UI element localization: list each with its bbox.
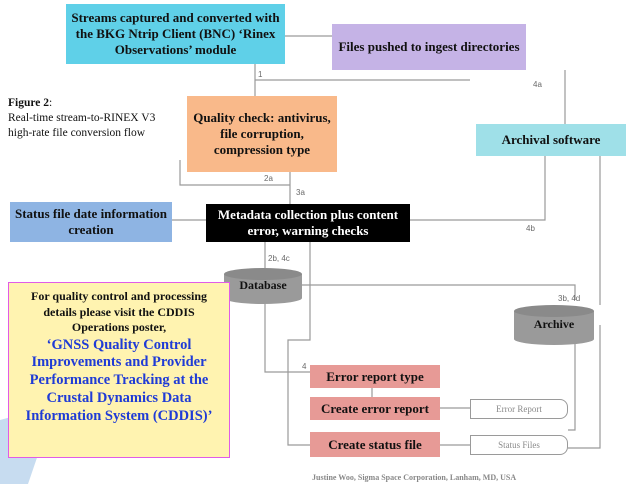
note-poster-title: ‘GNSS Quality Control Improvements and P… [25, 336, 213, 424]
edge-metadata-status [287, 242, 311, 446]
edge-label-3b-4d: 3b, 4d [558, 294, 581, 303]
edge-label-1: 1 [258, 70, 263, 79]
edge-2a [179, 160, 290, 186]
edge-archive-status [568, 325, 576, 431]
archival-software-box: Archival software [476, 124, 626, 156]
edge-label-4a: 4a [533, 80, 542, 89]
quality-check-box: Quality check: antivirus, file corruptio… [187, 96, 337, 172]
note-box: For quality control and processing detai… [8, 282, 230, 458]
streams-box: Streams captured and converted with the … [66, 4, 285, 64]
note-intro: For quality control and processing detai… [30, 289, 208, 335]
metadata-box: Metadata collection plus content error, … [206, 204, 410, 242]
database-label: Database [239, 278, 287, 292]
error-report-type-box: Error report type [310, 365, 440, 388]
figure-label-suffix: : [49, 97, 53, 109]
edge-label-4: 4 [302, 362, 307, 371]
edge-label-3a: 3a [296, 188, 305, 197]
status-files-document: Status Files [470, 435, 568, 455]
files-pushed-box: Files pushed to ingest directories [332, 24, 526, 70]
edge-label-4b: 4b [526, 224, 535, 233]
figure-label: Figure 2 [8, 97, 49, 109]
figure-caption-text: Real-time stream-to-RINEX V3 high-rate f… [8, 111, 156, 139]
figure-caption: Figure 2: Real-time stream-to-RINEX V3 h… [8, 96, 158, 141]
archive-label: Archive [533, 317, 575, 331]
edge-database-archive [300, 284, 576, 300]
create-status-file-box: Create status file [310, 432, 440, 457]
edge-4b [410, 140, 546, 221]
archive-cylinder: Archive [514, 305, 594, 345]
edge-4 [264, 300, 310, 373]
error-report-document: Error Report [470, 399, 568, 419]
database-cylinder: Database [224, 268, 302, 304]
create-error-report-box: Create error report [310, 397, 440, 420]
edge-archive-loop [568, 325, 601, 449]
status-file-date-box: Status file date information creation [10, 202, 172, 242]
edge-label-2a: 2a [264, 174, 273, 183]
edge-label-2b-4c: 2b, 4c [268, 254, 290, 263]
author-credit: Justine Woo, Sigma Space Corporation, La… [312, 473, 517, 482]
